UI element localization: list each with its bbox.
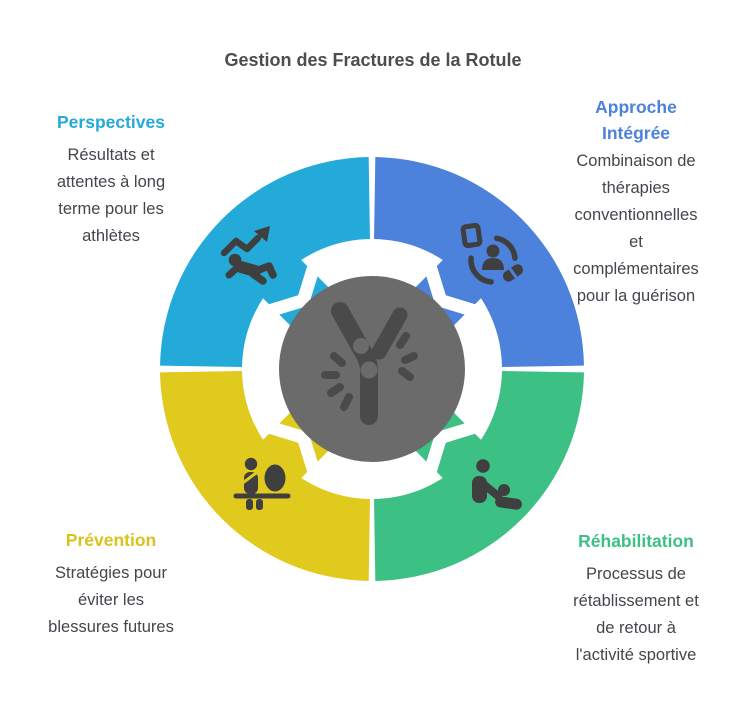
section-label-approche: Approche Intégrée [595,97,677,143]
section-rehabilitation: Réhabilitation Processus de rétablisseme… [527,529,745,669]
section-approche-integree: Approche Intégrée Combinaison de thérapi… [529,94,743,310]
section-label-rehabilitation: Réhabilitation [578,531,694,551]
section-description-perspectives: Résultats et attentes à long terme pour … [56,146,166,245]
section-perspectives: Perspectives Résultats et attentes à lon… [13,110,209,250]
quadrant-perspectives [160,157,370,367]
physiotherapy-icon [472,459,522,510]
section-label-prevention: Prévention [65,530,157,550]
pill-icon [502,264,524,282]
integrated-therapy-icon [460,222,524,285]
arrow-chevron-prevention [264,420,321,477]
knee-fracture-icon [321,302,418,425]
arrow-chevron-rehabilitation [423,420,480,477]
section-prevention: Prévention Stratégies pour éviter les bl… [13,528,209,641]
cycle-diagram [160,157,584,581]
exercise-prevention-icon [233,457,291,510]
section-description-approche: Combinaison de thérapies conventionnelle… [573,152,699,305]
arrow-chevron-approche [423,261,480,318]
arrow-chevron-perspectives [264,261,321,318]
diagram-title: Gestion des Fractures de la Rotule [224,50,522,70]
center-hub [279,276,465,462]
quadrant-approche-integree [374,157,584,367]
section-description-prevention: Stratégies pour éviter les blessures fut… [48,564,174,636]
section-label-perspectives: Perspectives [57,112,165,132]
athlete-progress-icon [220,226,277,285]
section-description-rehabilitation: Processus de rétablissement et de retour… [573,565,699,664]
